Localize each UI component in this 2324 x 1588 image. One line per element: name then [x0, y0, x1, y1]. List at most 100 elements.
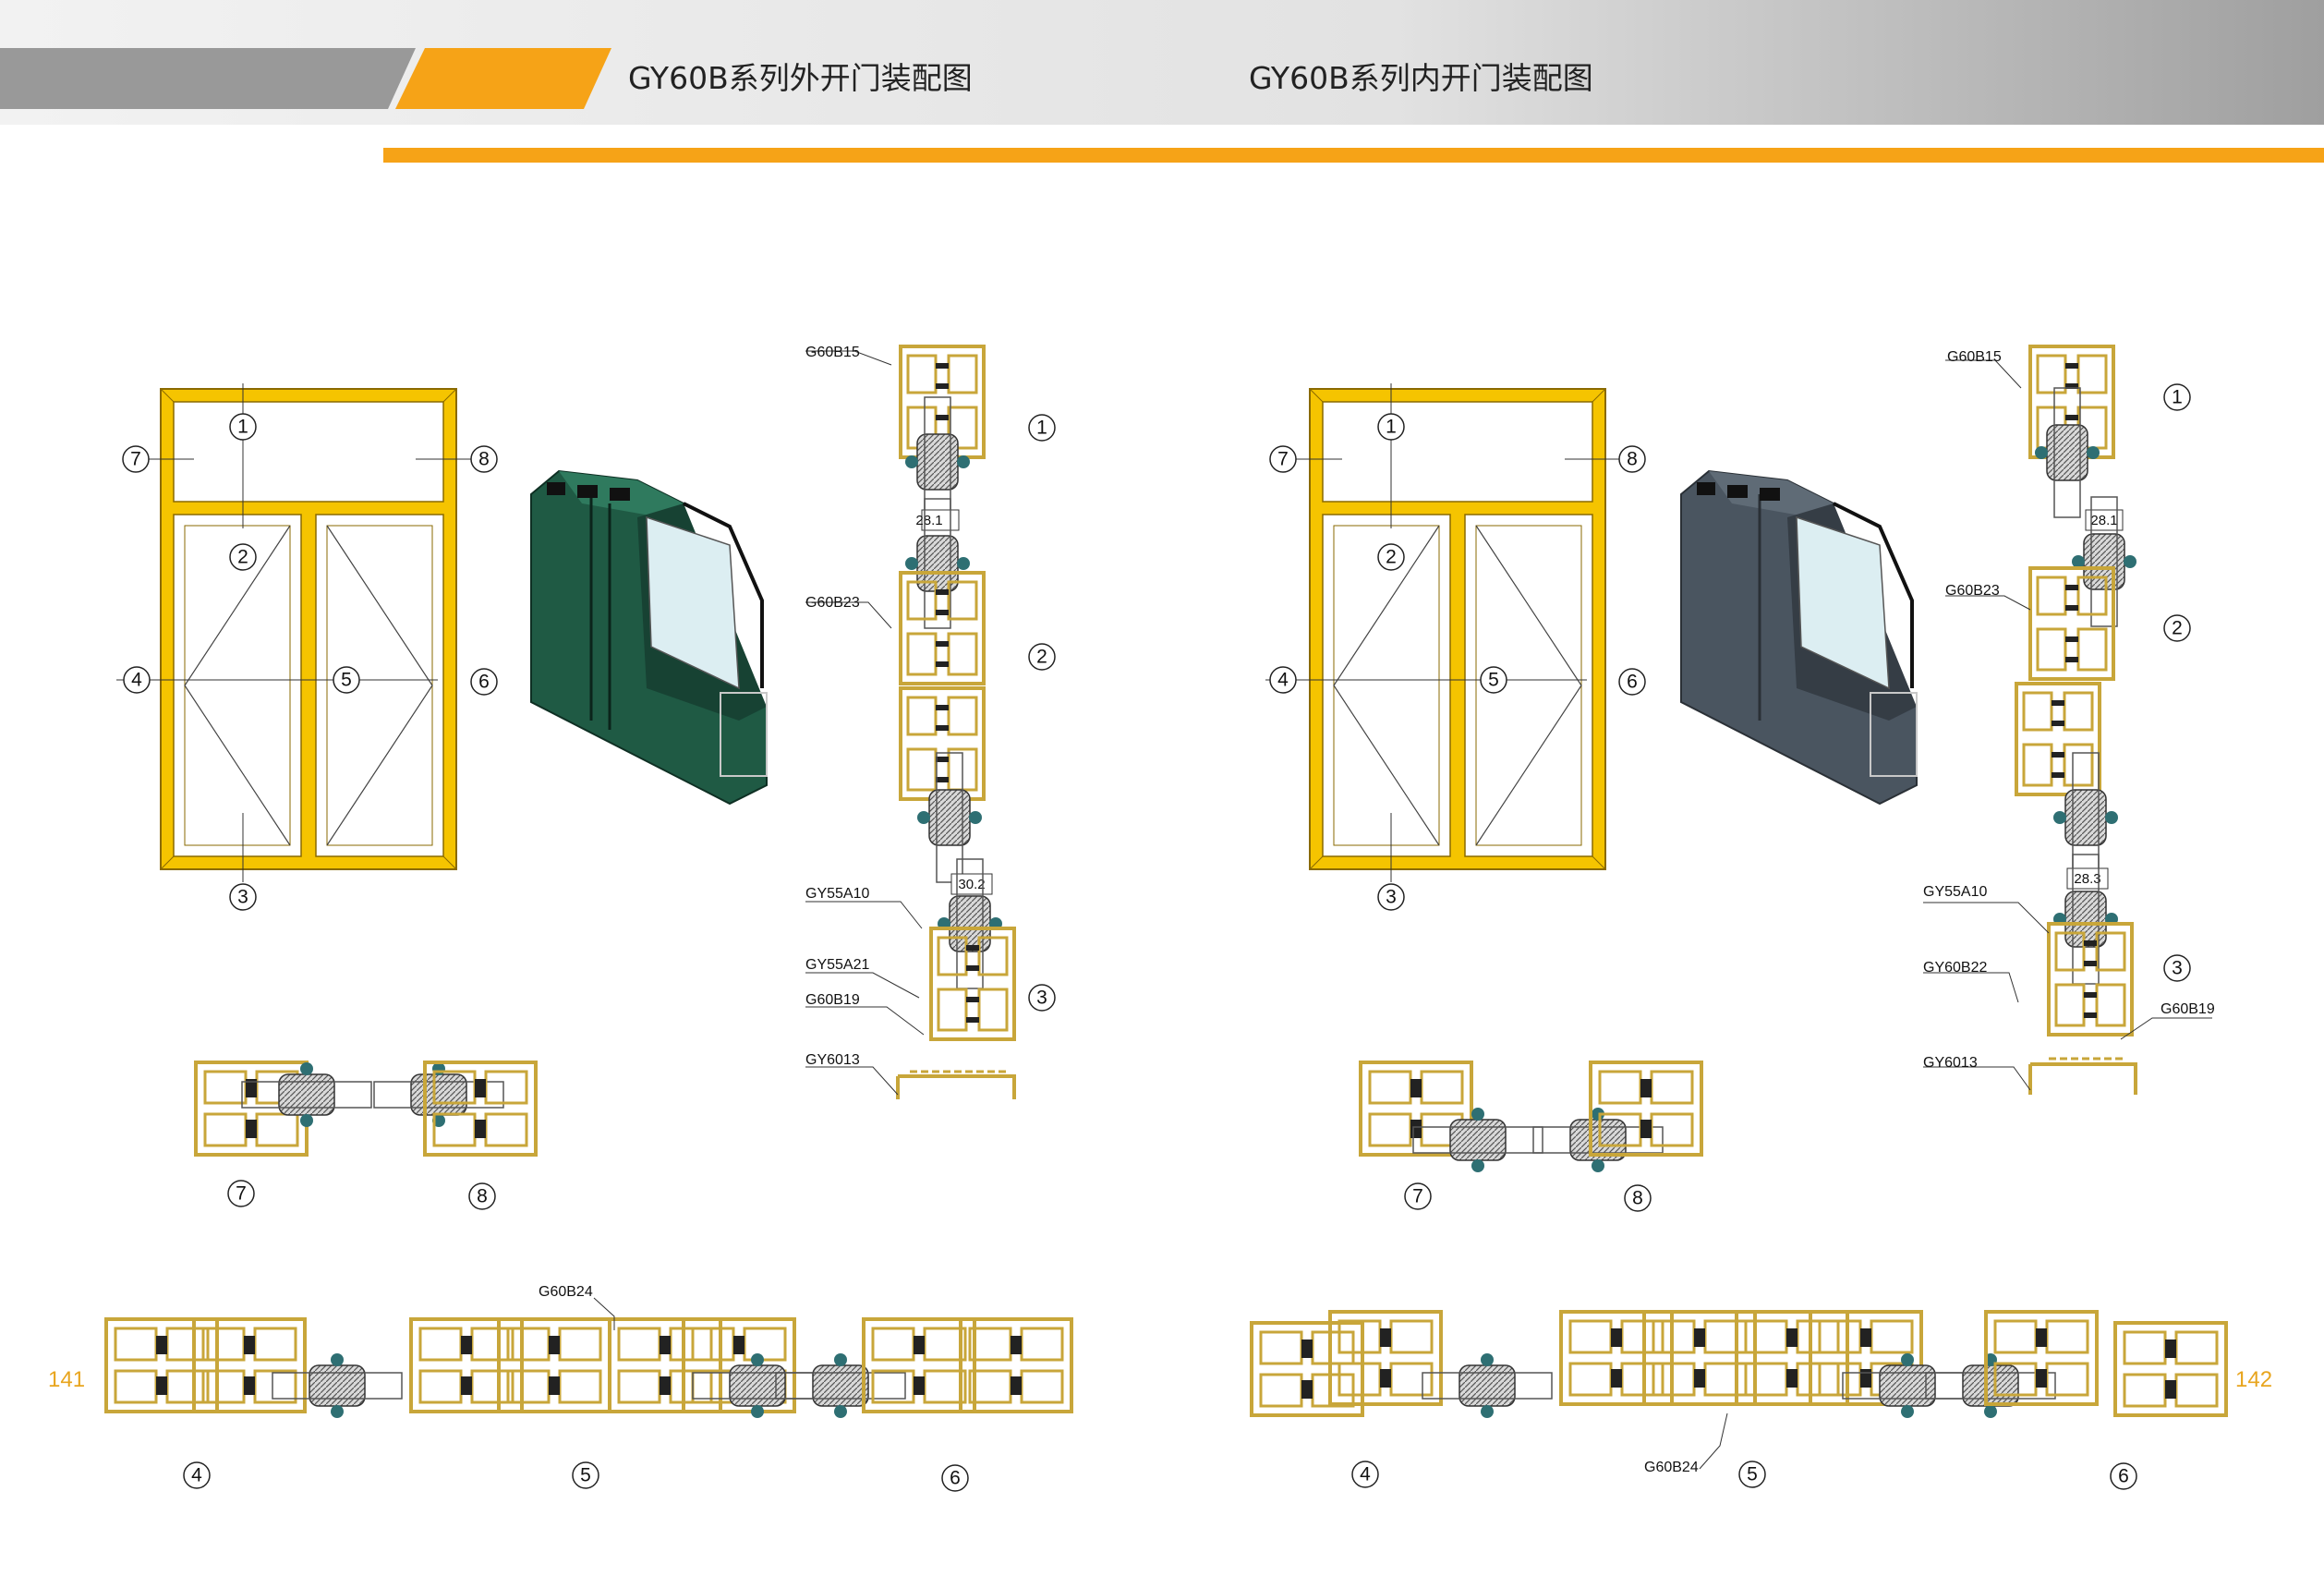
- header-orange-tab: [395, 48, 611, 109]
- bottom-marker-5: 5: [1738, 1461, 1766, 1488]
- right-section-7: 7: [1359, 1061, 1543, 1210]
- label-gy6013: GY6013: [1923, 1055, 1978, 1071]
- marker-6: 6: [470, 668, 498, 696]
- marker-1: 1: [1377, 413, 1405, 441]
- marker-4: 4: [1269, 666, 1297, 694]
- svg-text:4: 4: [131, 670, 142, 691]
- svg-text:2: 2: [237, 547, 248, 568]
- svg-text:7: 7: [1412, 1186, 1423, 1207]
- svg-text:8: 8: [477, 1186, 488, 1207]
- svg-text:2: 2: [1386, 547, 1397, 568]
- svg-text:3: 3: [1036, 988, 1047, 1009]
- dim-28-1: 28.1: [2090, 513, 2117, 528]
- right-bottom-sections: G60B24 4 5 6: [1250, 1310, 2228, 1490]
- marker-2: 2: [1377, 543, 1405, 571]
- marker-2: 2: [229, 543, 257, 571]
- svg-text:4: 4: [1277, 670, 1289, 691]
- section-marker-8: 8: [1624, 1184, 1652, 1212]
- left-section-3: 30.2 GY55A10 GY55A21 G60B19 GY6013 3: [805, 858, 1056, 1099]
- label-gy55a21: GY55A21: [805, 957, 869, 973]
- svg-text:8: 8: [1632, 1188, 1643, 1209]
- header-band: [0, 0, 2324, 163]
- marker-4: 4: [123, 666, 151, 694]
- label-gy6013: GY6013: [805, 1052, 860, 1068]
- svg-text:5: 5: [1747, 1464, 1758, 1485]
- page-number-right: 142: [2235, 1367, 2273, 1392]
- svg-text:8: 8: [478, 449, 490, 470]
- left-section-2: 28.1 G60B23 2: [805, 498, 1056, 883]
- svg-text:3: 3: [2172, 958, 2183, 979]
- marker-5: 5: [1480, 666, 1507, 694]
- svg-text:7: 7: [130, 449, 141, 470]
- marker-3: 3: [229, 883, 257, 911]
- left-section-1: G60B15 1: [805, 345, 1056, 527]
- label-g60b15: G60B15: [1947, 349, 2002, 365]
- section-marker-8: 8: [468, 1182, 496, 1210]
- svg-text:4: 4: [1360, 1464, 1371, 1485]
- left-3d-profile: [530, 469, 768, 806]
- svg-text:6: 6: [950, 1468, 961, 1489]
- page-title-right: GY60B系列内开门装配图: [1249, 60, 1593, 96]
- svg-text:5: 5: [1488, 670, 1499, 691]
- svg-text:6: 6: [1627, 672, 1638, 693]
- label-g60b19: G60B19: [805, 992, 860, 1008]
- dim-28-1: 28.1: [915, 513, 942, 528]
- svg-text:1: 1: [237, 417, 248, 438]
- svg-text:8: 8: [1627, 449, 1638, 470]
- section-marker-7: 7: [1404, 1182, 1432, 1210]
- label-gy60b22: GY60B22: [1923, 960, 1987, 976]
- section-marker-3: 3: [2163, 954, 2191, 982]
- marker-1: 1: [229, 413, 257, 441]
- bottom-marker-5: 5: [572, 1461, 599, 1489]
- svg-text:5: 5: [580, 1465, 591, 1486]
- svg-text:5: 5: [341, 670, 352, 691]
- bottom-marker-4: 4: [1351, 1461, 1379, 1488]
- svg-text:1: 1: [1036, 418, 1047, 439]
- right-door-elevation: [1265, 383, 1620, 882]
- section-marker-7: 7: [227, 1180, 255, 1207]
- right-3d-profile: [1680, 469, 1918, 806]
- bottom-marker-4: 4: [183, 1461, 211, 1489]
- header-orange-line: [383, 148, 2324, 163]
- svg-text:7: 7: [236, 1183, 247, 1205]
- right-section-8: 8: [1532, 1061, 1703, 1212]
- svg-text:2: 2: [1036, 647, 1047, 668]
- left-elevation-markers: 1 2 3 4 5 6 7 8: [122, 413, 498, 911]
- label-g60b15: G60B15: [805, 345, 860, 360]
- section-marker-1: 1: [1028, 414, 1056, 442]
- label-g60b24-right: G60B24: [1644, 1460, 1699, 1475]
- label-g60b24-left: G60B24: [539, 1284, 593, 1300]
- left-section-8: 8: [373, 1061, 538, 1210]
- marker-5: 5: [333, 666, 360, 694]
- svg-text:1: 1: [1386, 417, 1397, 438]
- svg-text:6: 6: [478, 672, 490, 693]
- svg-text:1: 1: [2172, 387, 2183, 408]
- svg-text:3: 3: [237, 887, 248, 908]
- marker-8: 8: [1618, 445, 1646, 473]
- label-gy55a10: GY55A10: [1923, 884, 1987, 900]
- svg-text:2: 2: [2172, 618, 2183, 639]
- section-marker-2: 2: [2163, 614, 2191, 642]
- marker-7: 7: [122, 445, 150, 473]
- dim-30-2: 30.2: [958, 877, 985, 892]
- marker-7: 7: [1269, 445, 1297, 473]
- marker-8: 8: [470, 445, 498, 473]
- label-g60b23: G60B23: [1945, 583, 2000, 599]
- label-g60b19: G60B19: [2161, 1001, 2215, 1017]
- label-g60b23: G60B23: [805, 595, 860, 611]
- section-marker-3: 3: [1028, 984, 1056, 1012]
- dim-28-3: 28.3: [2074, 871, 2100, 887]
- svg-text:4: 4: [191, 1465, 202, 1486]
- marker-3: 3: [1377, 883, 1405, 911]
- left-door-elevation: [116, 383, 471, 882]
- right-section-2: 28.1 G60B23 2: [1945, 496, 2191, 883]
- page-title-left: GY60B系列外开门装配图: [628, 60, 973, 96]
- svg-text:7: 7: [1277, 449, 1289, 470]
- right-section-1: G60B15 1: [1945, 345, 2191, 518]
- svg-text:6: 6: [2118, 1466, 2129, 1487]
- section-marker-1: 1: [2163, 383, 2191, 411]
- left-bottom-sections: G60B24 4 5 6: [104, 1284, 1073, 1492]
- bottom-marker-6: 6: [2110, 1462, 2137, 1490]
- page-number-left: 141: [48, 1367, 86, 1392]
